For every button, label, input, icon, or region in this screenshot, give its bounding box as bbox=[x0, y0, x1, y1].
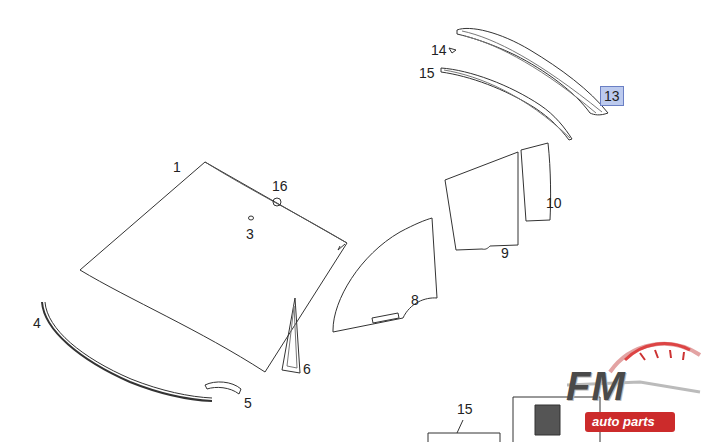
logo-text: FM bbox=[566, 364, 626, 408]
callout-number: 8 bbox=[411, 292, 419, 308]
logo-text: auto parts bbox=[592, 414, 655, 430]
callout-number: 16 bbox=[272, 178, 288, 194]
callout-number: 14 bbox=[431, 42, 447, 58]
callout-number: 13 bbox=[604, 88, 620, 104]
callout-number: 6 bbox=[303, 361, 311, 377]
callout-number: 9 bbox=[501, 245, 509, 261]
callout-number: 4 bbox=[33, 315, 41, 331]
callout-number: 10 bbox=[546, 195, 562, 211]
callout-number: 3 bbox=[246, 226, 254, 242]
highlighted-callout: 13 bbox=[600, 86, 624, 106]
callout-number: 15 bbox=[419, 65, 435, 81]
callout-number: 5 bbox=[244, 395, 252, 411]
callout-number: 1 bbox=[173, 159, 181, 175]
callout-number: 15 bbox=[457, 401, 473, 417]
